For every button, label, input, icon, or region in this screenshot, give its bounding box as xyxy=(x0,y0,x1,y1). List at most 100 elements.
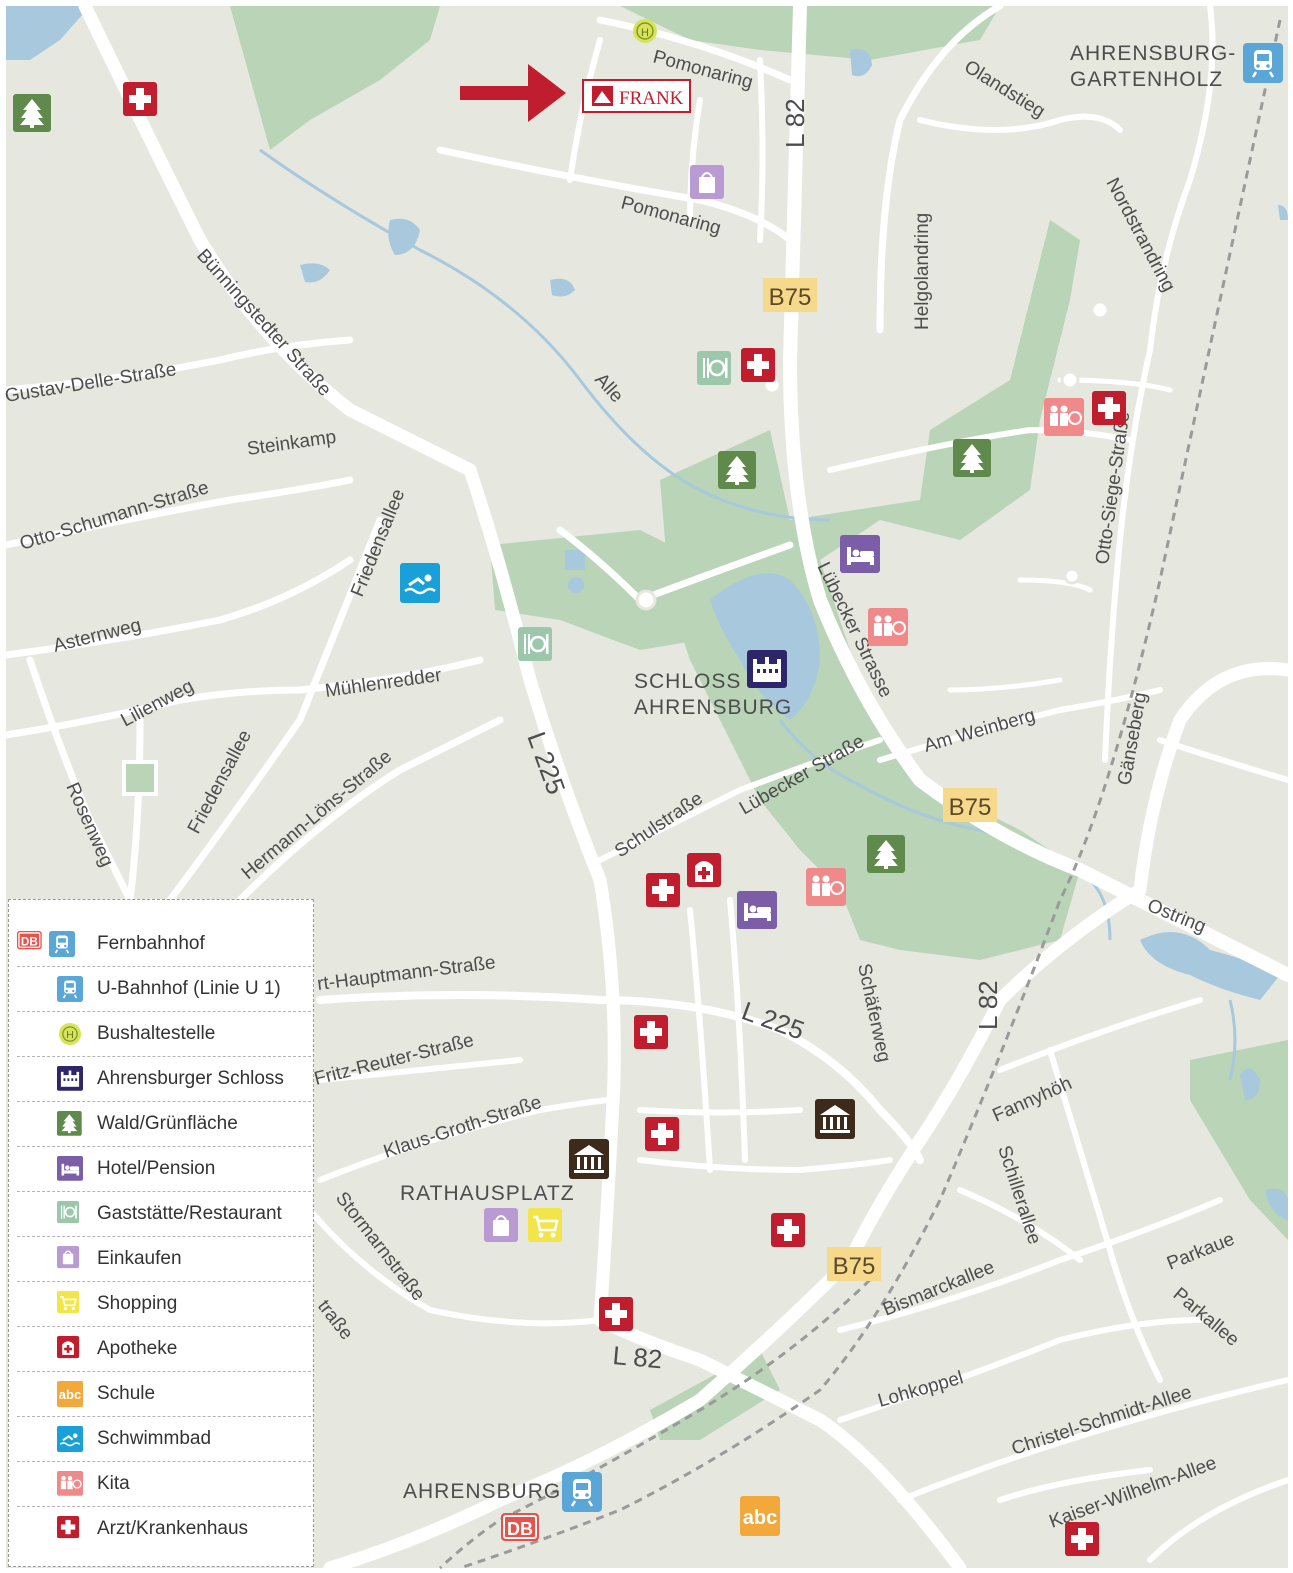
place-schloss-line2: AHRENSBURG xyxy=(634,696,792,719)
tree-icon[interactable] xyxy=(953,439,991,477)
svg-text:B75: B75 xyxy=(833,1253,876,1280)
legend-label: Einkaufen xyxy=(97,1248,182,1269)
school-icon xyxy=(57,1381,83,1407)
legend-label: Bushaltestelle xyxy=(97,1023,216,1044)
kita-icon[interactable] xyxy=(867,607,909,647)
legend-item[interactable]: U-Bahnhof (Linie U 1) xyxy=(17,967,311,1012)
train-icon[interactable] xyxy=(560,1470,604,1514)
company-logo[interactable]: FRANK xyxy=(582,79,691,113)
legend-item[interactable]: Fernbahnhof xyxy=(17,922,311,967)
shopping-bag-icon[interactable] xyxy=(689,164,725,200)
pharmacy-icon[interactable] xyxy=(687,853,721,887)
legend-icons xyxy=(17,1110,97,1138)
legend-label: Shopping xyxy=(97,1293,178,1314)
legend-label: Gaststätte/Restaurant xyxy=(97,1203,282,1224)
cart-icon[interactable] xyxy=(526,1206,564,1244)
medical-cross-icon[interactable] xyxy=(123,82,157,116)
svg-text:H: H xyxy=(641,27,649,39)
tree-icon[interactable] xyxy=(13,94,51,132)
train-icon xyxy=(49,931,75,957)
legend-icons xyxy=(17,1200,97,1228)
legend-icons xyxy=(17,975,97,1003)
legend-label: Schule xyxy=(97,1383,156,1404)
legend-label: Ahrensburger Schloss xyxy=(97,1068,284,1089)
legend-icons xyxy=(17,1425,97,1453)
medical-cross-icon[interactable] xyxy=(1092,391,1126,425)
route-label-l82: L 82 xyxy=(611,1340,663,1374)
legend-item[interactable]: Einkaufen xyxy=(17,1237,311,1282)
kita-icon[interactable] xyxy=(805,867,847,907)
legend-label: Wald/Grünfläche xyxy=(97,1113,238,1134)
legend-label: Hotel/Pension xyxy=(97,1158,216,1179)
legend-item[interactable]: Ahrensburger Schloss xyxy=(17,1057,311,1102)
legend-item[interactable]: Shopping xyxy=(17,1282,311,1327)
legend-item[interactable]: Schwimmbad xyxy=(17,1417,311,1462)
legend-icons: H xyxy=(17,1020,97,1048)
legend-item[interactable]: Gaststätte/Restaurant xyxy=(17,1192,311,1237)
legend-item[interactable]: Arzt/Krankenhaus xyxy=(17,1507,311,1551)
legend-label: Schwimmbad xyxy=(97,1428,212,1449)
shopping-bag-icon[interactable] xyxy=(483,1207,519,1243)
roundabout xyxy=(1063,567,1081,585)
legend-icons xyxy=(17,1290,97,1318)
medical-cross-icon[interactable] xyxy=(646,873,680,907)
medical-cross-icon xyxy=(57,1516,80,1539)
route-label-l82: L 82 xyxy=(973,980,1003,1030)
legend-icons xyxy=(17,1470,97,1498)
medical-cross-icon[interactable] xyxy=(1065,1522,1099,1556)
castle-icon[interactable] xyxy=(747,650,787,688)
route-badge-b75: B75 xyxy=(763,278,817,312)
db-icon[interactable] xyxy=(500,1512,540,1542)
legend-icons xyxy=(17,1065,97,1093)
legend-item[interactable]: Schule xyxy=(17,1372,311,1417)
restaurant-icon xyxy=(57,1201,80,1224)
company-arrow xyxy=(460,64,566,122)
roundabout xyxy=(635,589,657,611)
route-label-l82: L 82 xyxy=(780,98,810,148)
legend-icons xyxy=(17,930,97,958)
legend-label: Apotheke xyxy=(97,1338,178,1359)
bed-icon[interactable] xyxy=(840,535,880,573)
legend-item[interactable]: H Bushaltestelle xyxy=(17,1012,311,1057)
legend-item[interactable]: Hotel/Pension xyxy=(17,1147,311,1192)
medical-cross-icon[interactable] xyxy=(634,1015,668,1049)
castle-icon xyxy=(57,1066,83,1091)
roundabout xyxy=(1090,300,1110,320)
tree-icon[interactable] xyxy=(867,835,905,873)
water-bodies xyxy=(6,6,1288,1220)
medical-cross-icon[interactable] xyxy=(771,1213,805,1247)
shopping-bag-icon xyxy=(57,1246,80,1269)
svg-text:H: H xyxy=(66,1030,74,1041)
place-gartenholz-line1: AHRENSBURG- xyxy=(1070,42,1236,65)
svg-text:FRANK: FRANK xyxy=(619,88,684,109)
museum-icon[interactable] xyxy=(569,1139,609,1179)
legend-label: U-Bahnhof (Linie U 1) xyxy=(97,978,281,999)
museum-icon[interactable] xyxy=(815,1099,855,1139)
school-icon[interactable] xyxy=(740,1496,780,1536)
restaurant-icon[interactable] xyxy=(516,625,554,663)
medical-cross-icon[interactable] xyxy=(599,1297,633,1331)
legend-item[interactable]: Kita xyxy=(17,1462,311,1507)
route-badge-b75: B75 xyxy=(943,788,997,822)
legend-icons xyxy=(17,1155,97,1183)
tree-icon[interactable] xyxy=(718,451,756,489)
legend-label: Kita xyxy=(97,1473,130,1494)
train-icon xyxy=(57,976,83,1002)
legend-icons xyxy=(17,1245,97,1273)
railway xyxy=(459,19,1282,1570)
bus-stop-icon[interactable]: H xyxy=(633,19,657,43)
legend-item[interactable]: Wald/Grünfläche xyxy=(17,1102,311,1147)
kita-icon[interactable] xyxy=(1043,397,1085,437)
restaurant-icon[interactable] xyxy=(695,349,733,387)
swimming-icon[interactable] xyxy=(398,561,442,605)
legend-icons xyxy=(17,1335,97,1363)
medical-cross-icon[interactable] xyxy=(645,1117,679,1151)
medical-cross-icon[interactable] xyxy=(741,348,775,382)
legend-icons xyxy=(17,1380,97,1408)
bed-icon[interactable] xyxy=(737,891,777,929)
train-icon[interactable] xyxy=(1241,41,1285,85)
kita-icon xyxy=(57,1471,83,1497)
legend-item[interactable]: Apotheke xyxy=(17,1327,311,1372)
